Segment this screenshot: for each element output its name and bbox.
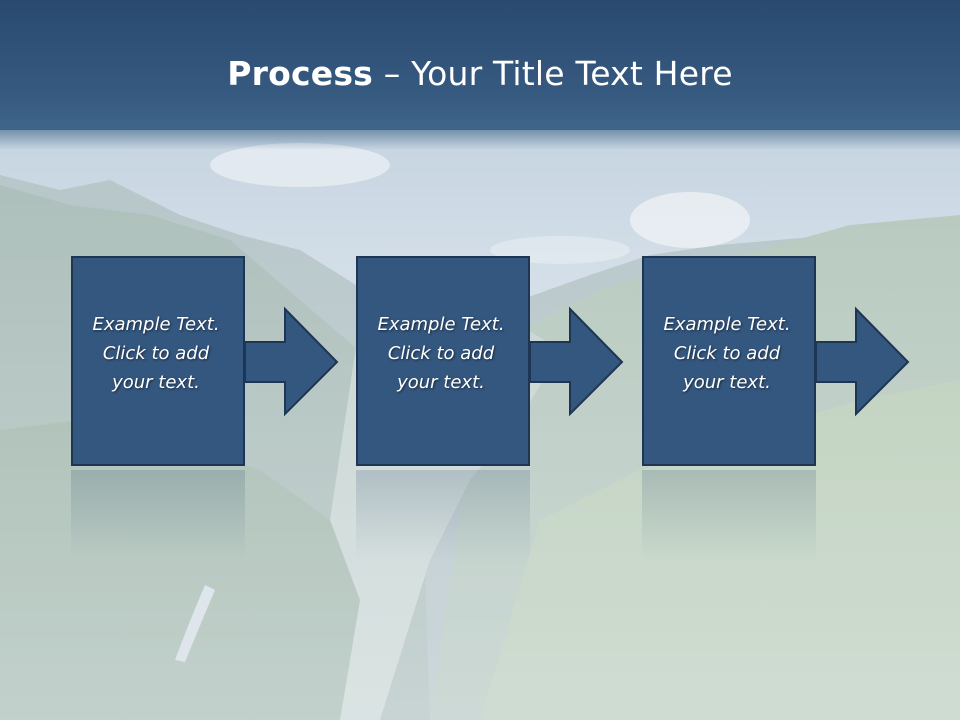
step-text: Example Text. Click to add your text. [71, 310, 241, 397]
title-bar [0, 0, 960, 130]
arrow-right-icon [642, 256, 910, 466]
process-step-3[interactable]: Example Text. Click to add your text. [642, 256, 910, 466]
step-text-line-3: your text. [683, 372, 771, 393]
process-step-1[interactable]: Example Text. Click to add your text. [71, 256, 339, 466]
arrow-right-icon [71, 256, 339, 466]
slide-title[interactable]: Process – Your Title Text Here [0, 52, 960, 96]
step-reflection [71, 470, 245, 560]
title-bold: Process [227, 54, 374, 93]
step-text-line-3: your text. [112, 372, 200, 393]
step-text-line-3: your text. [397, 372, 485, 393]
step-text-line-1: Example Text. [92, 314, 220, 335]
step-text-line-2: Click to add [673, 343, 781, 364]
step-text-line-1: Example Text. [663, 314, 791, 335]
process-step-2[interactable]: Example Text. Click to add your text. [356, 256, 624, 466]
title-bar-fade [0, 120, 960, 150]
title-rest: – Your Title Text Here [373, 54, 733, 93]
step-text-line-1: Example Text. [377, 314, 505, 335]
step-text-line-2: Click to add [102, 343, 210, 364]
arrow-right-icon [356, 256, 624, 466]
step-text-line-2: Click to add [387, 343, 495, 364]
step-reflection [356, 470, 530, 560]
step-text: Example Text. Click to add your text. [356, 310, 526, 397]
step-reflection [642, 470, 816, 560]
step-text: Example Text. Click to add your text. [642, 310, 812, 397]
